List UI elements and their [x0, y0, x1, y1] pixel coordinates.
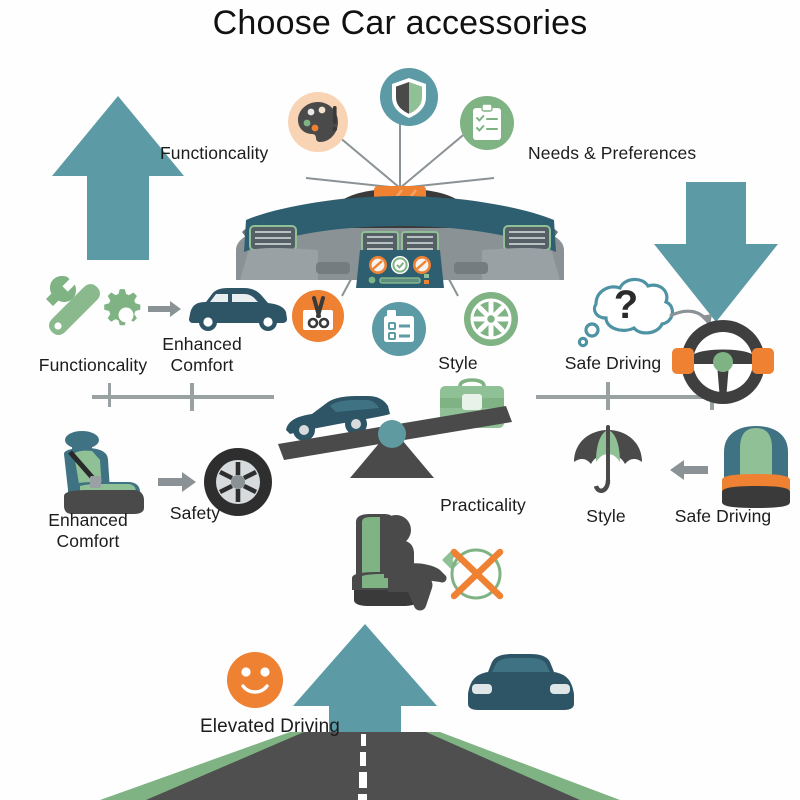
style-group-icons[interactable]	[566, 422, 790, 512]
arrow-left-icon	[670, 460, 708, 480]
car-dashboard	[236, 186, 564, 288]
road-scene	[100, 624, 620, 800]
clipboard-icon[interactable]	[458, 94, 516, 152]
label-safe-driving-mid: Safe Driving	[564, 353, 662, 373]
checklist-icon[interactable]	[370, 300, 428, 358]
seated-person-icon[interactable]	[336, 508, 506, 620]
svg-text:?: ?	[614, 283, 638, 327]
car-seat-front-icon	[722, 426, 790, 508]
car-front-icon	[468, 654, 574, 710]
seesaw-fulcrum	[350, 428, 434, 478]
up-arrow-large	[52, 96, 184, 260]
divider-left	[92, 395, 274, 399]
scissors-icon[interactable]	[290, 288, 346, 344]
label-style-low: Style	[586, 506, 626, 526]
label-enhanced-comfort-mid: Enhanced Comfort	[162, 334, 242, 375]
palette-icon[interactable]	[286, 90, 350, 154]
label-style-mid: Style	[438, 353, 478, 373]
arrow-right-icon	[158, 472, 196, 492]
label-functioncality-top: Functioncality	[160, 143, 269, 163]
divider-right-tick	[606, 382, 610, 410]
label-needs-preferences: Needs & Preferences	[528, 143, 697, 163]
arrow-right-icon	[148, 301, 181, 317]
smiley-face-icon	[227, 652, 283, 708]
sedan-car-icon	[189, 288, 287, 323]
shield-icon[interactable]	[378, 66, 440, 128]
divider-right	[536, 395, 726, 399]
label-safety-low: Safety	[169, 503, 221, 523]
label-enhanced-comfort-low: Enhanced Comfort	[48, 510, 128, 551]
label-safe-driving-low: Safe Driving	[674, 506, 772, 526]
page-title: Choose Car accessories	[212, 4, 588, 42]
umbrella-icon	[574, 425, 642, 493]
wheel-icon[interactable]	[462, 290, 520, 348]
no-entry-crossed-icon	[450, 548, 504, 600]
seesaw-balance	[278, 378, 512, 478]
label-practicality: Practicality	[440, 495, 526, 515]
down-arrow-large	[654, 182, 778, 322]
divider-left-tick-2	[108, 383, 111, 407]
road-dashes	[358, 734, 367, 800]
thought-bubble-question-icon[interactable]: ?	[566, 268, 786, 378]
wrench-gear-icon[interactable]	[40, 270, 287, 340]
label-functioncality-mid: Functioncality	[38, 355, 148, 375]
label-elevated-driving: Elevated Driving	[200, 716, 340, 737]
steering-wheel-icon[interactable]	[668, 312, 778, 410]
divider-left-tick	[190, 383, 194, 411]
car-seat-side-icon[interactable]	[46, 428, 272, 518]
